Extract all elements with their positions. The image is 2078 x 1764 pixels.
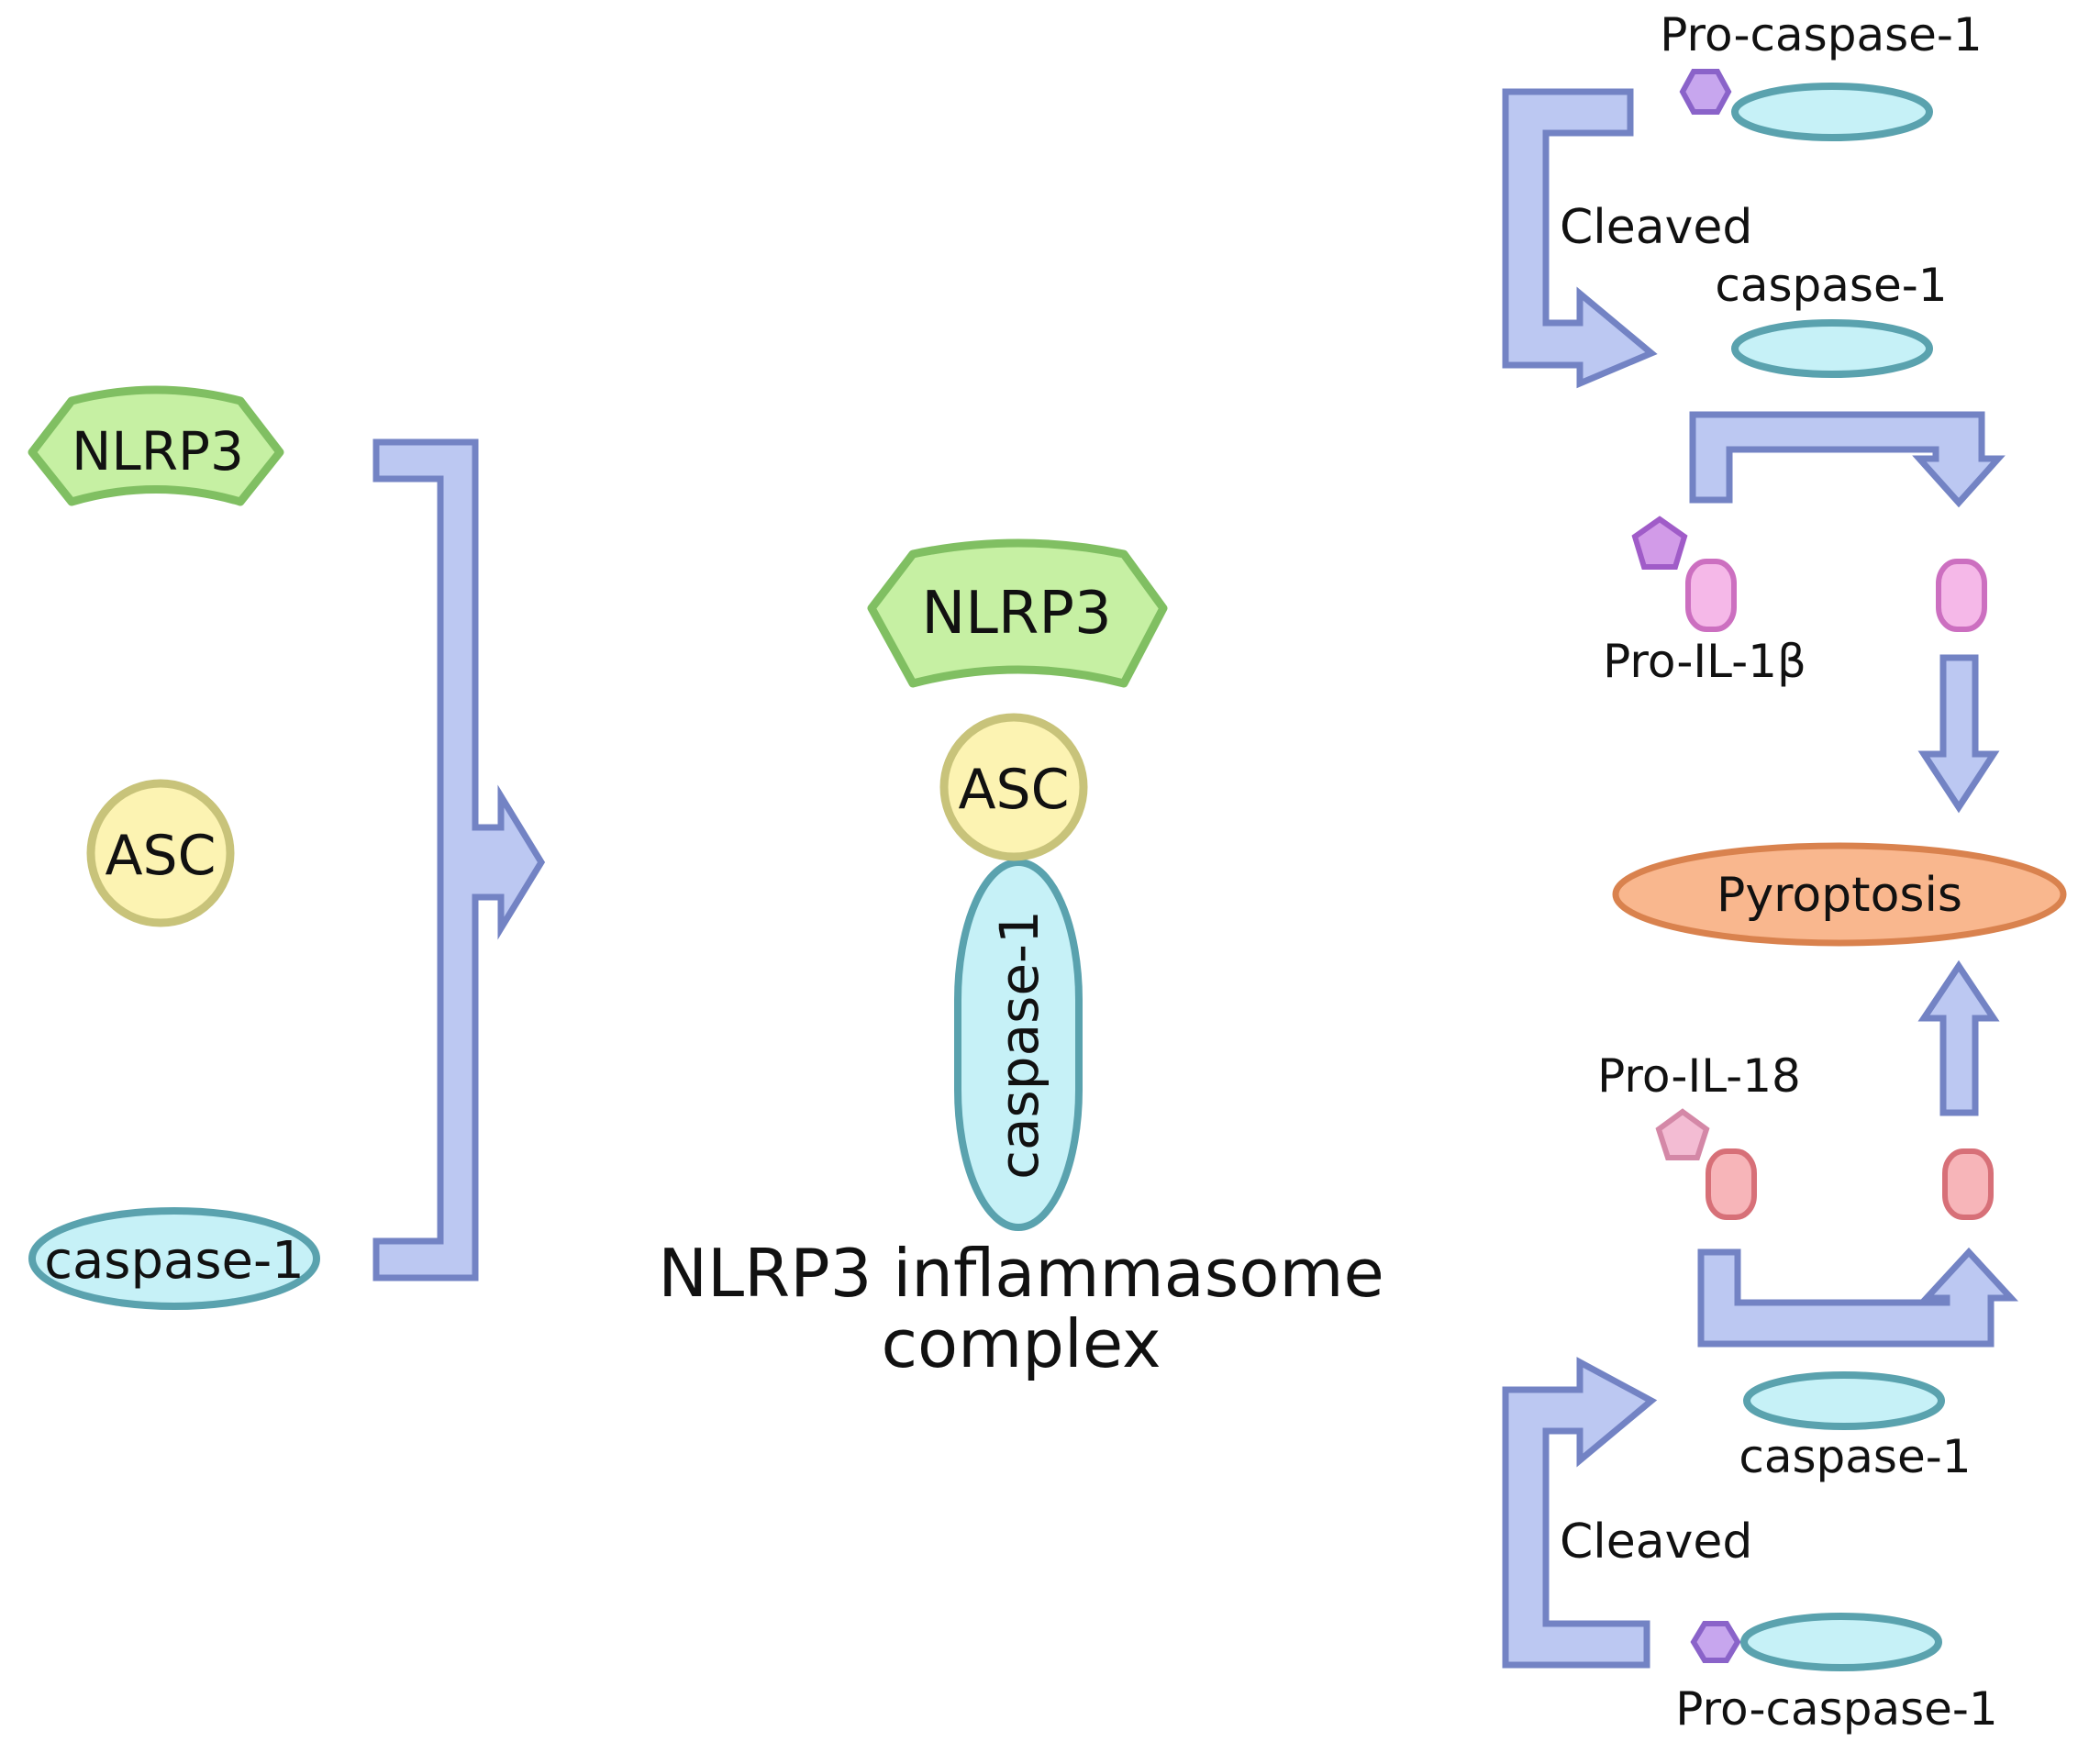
pro-caspase1-label-bottom: Pro-caspase-1	[1675, 1682, 1998, 1736]
combine-bracket-arrow	[372, 438, 546, 1281]
caspase1-shape-left: caspase-1	[28, 1207, 320, 1310]
il1b-processing-arrow	[1689, 411, 2006, 508]
il18-branch: Pro-IL-18	[1597, 960, 2018, 1348]
asc-shape-left: ASC	[86, 779, 235, 927]
inflammasome-complex: caspase-1 ASC NLRP3 NLRP3 inflammasome c…	[658, 538, 1384, 1382]
pro-caspase1-shape-top	[1731, 83, 1933, 141]
pro-il1b-body	[1685, 559, 1737, 632]
il1b-mature	[1936, 559, 1987, 632]
il18-to-pyroptosis-arrow	[1917, 960, 2000, 1116]
complex-title-line1: NLRP3 inflammasome	[658, 1235, 1384, 1312]
cleaved-arrow-bottom	[1502, 1357, 1658, 1669]
caspase1-shape-center: caspase-1	[954, 859, 1083, 1231]
nlrp3-label-left: NLRP3	[72, 420, 244, 483]
asc-shape-center: ASC	[939, 713, 1088, 861]
caspase1-shape-bottom	[1743, 1371, 1945, 1430]
pro-domain-hexagon-bottom	[1690, 1621, 1741, 1663]
left-components: NLRP3 ASC caspase-1	[28, 385, 320, 1310]
pro-il1b-label: Pro-IL-1β	[1603, 635, 1806, 688]
cleaved-arrow-top	[1502, 88, 1658, 389]
pro-il18-body	[1706, 1148, 1757, 1220]
asc-label-left: ASC	[105, 824, 216, 888]
nlrp3-label-center: NLRP3	[921, 580, 1111, 648]
pro-il18-label: Pro-IL-18	[1597, 1049, 1801, 1103]
pro-il18-pentagon	[1655, 1108, 1710, 1160]
complex-title-line2: complex	[881, 1305, 1161, 1382]
pro-il1b-pentagon	[1631, 516, 1688, 570]
caspase1-label-center: caspase-1	[988, 910, 1050, 1180]
il1b-branch: Pro-IL-1β	[1603, 411, 2006, 814]
pyroptosis-node: Pyroptosis	[1612, 842, 2067, 947]
pro-caspase1-shape-bottom	[1740, 1613, 1942, 1671]
bottom-cleavage-branch: caspase-1 Cleaved Pro-caspase-1	[1502, 1357, 1998, 1736]
pyroptosis-label: Pyroptosis	[1717, 868, 1962, 923]
caspase1-label-bottom: caspase-1	[1739, 1430, 1971, 1483]
nlrp3-shape-center: NLRP3	[867, 538, 1168, 688]
il18-processing-arrow	[1697, 1247, 2018, 1348]
il1b-to-pyroptosis-arrow	[1917, 654, 2000, 814]
top-cleavage-branch: Pro-caspase-1 Cleaved caspase-1	[1502, 8, 1983, 389]
cleaved-label-bottom: Cleaved	[1560, 1514, 1752, 1570]
pro-domain-hexagon-top	[1679, 69, 1732, 115]
caspase1-label-left: caspase-1	[44, 1231, 305, 1291]
caspase1-label-top: caspase-1	[1715, 259, 1947, 312]
il18-mature	[1942, 1148, 1994, 1220]
caspase1-shape-top	[1731, 319, 1933, 378]
asc-label-center: ASC	[958, 758, 1069, 822]
pro-caspase1-label-top: Pro-caspase-1	[1660, 8, 1983, 61]
cleaved-label-top: Cleaved	[1560, 200, 1752, 255]
nlrp3-shape-left: NLRP3	[28, 385, 284, 506]
